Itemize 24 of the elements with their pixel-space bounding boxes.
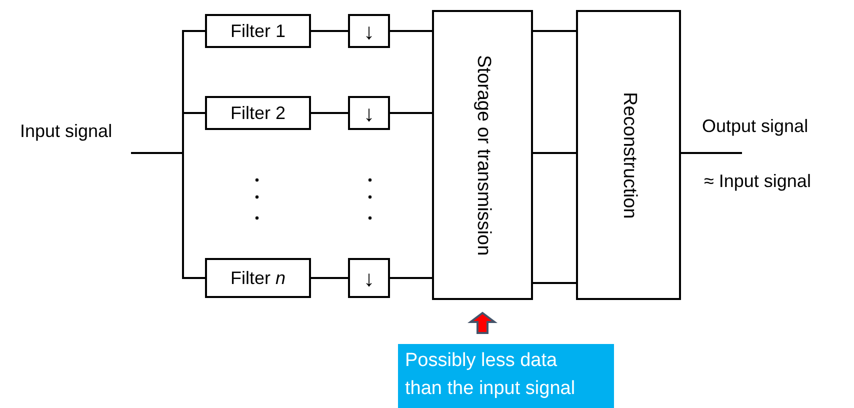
connector-line bbox=[131, 152, 205, 279]
filter-box: Filter 1 bbox=[205, 14, 311, 48]
connector-line bbox=[390, 277, 432, 279]
downsampler-box: ↓ bbox=[348, 96, 390, 130]
connector-line bbox=[311, 277, 348, 279]
downsampler-box: ↓ bbox=[348, 258, 390, 298]
connector-line bbox=[533, 282, 576, 284]
connector-line bbox=[390, 112, 432, 114]
signal-note: ≈ Input signal bbox=[704, 170, 811, 193]
connector-line bbox=[311, 112, 348, 114]
connector-line bbox=[311, 30, 348, 32]
filter-box: Filter 2 bbox=[205, 96, 311, 130]
connector-line bbox=[533, 152, 576, 154]
connector-line bbox=[681, 152, 742, 154]
block-arrow bbox=[468, 312, 498, 334]
connector-line bbox=[533, 30, 576, 32]
note-box: Possibly less data than the input signal bbox=[398, 344, 614, 408]
filter-box: Filter n bbox=[205, 258, 311, 298]
process-box: Storage or transmission bbox=[432, 10, 533, 300]
connector-line bbox=[390, 30, 432, 32]
signal-label: Output signal bbox=[702, 114, 832, 138]
process-box: Reconstruction bbox=[576, 10, 681, 300]
downsampler-box: ↓ bbox=[348, 14, 390, 48]
signal-label: Input signal bbox=[20, 119, 132, 143]
